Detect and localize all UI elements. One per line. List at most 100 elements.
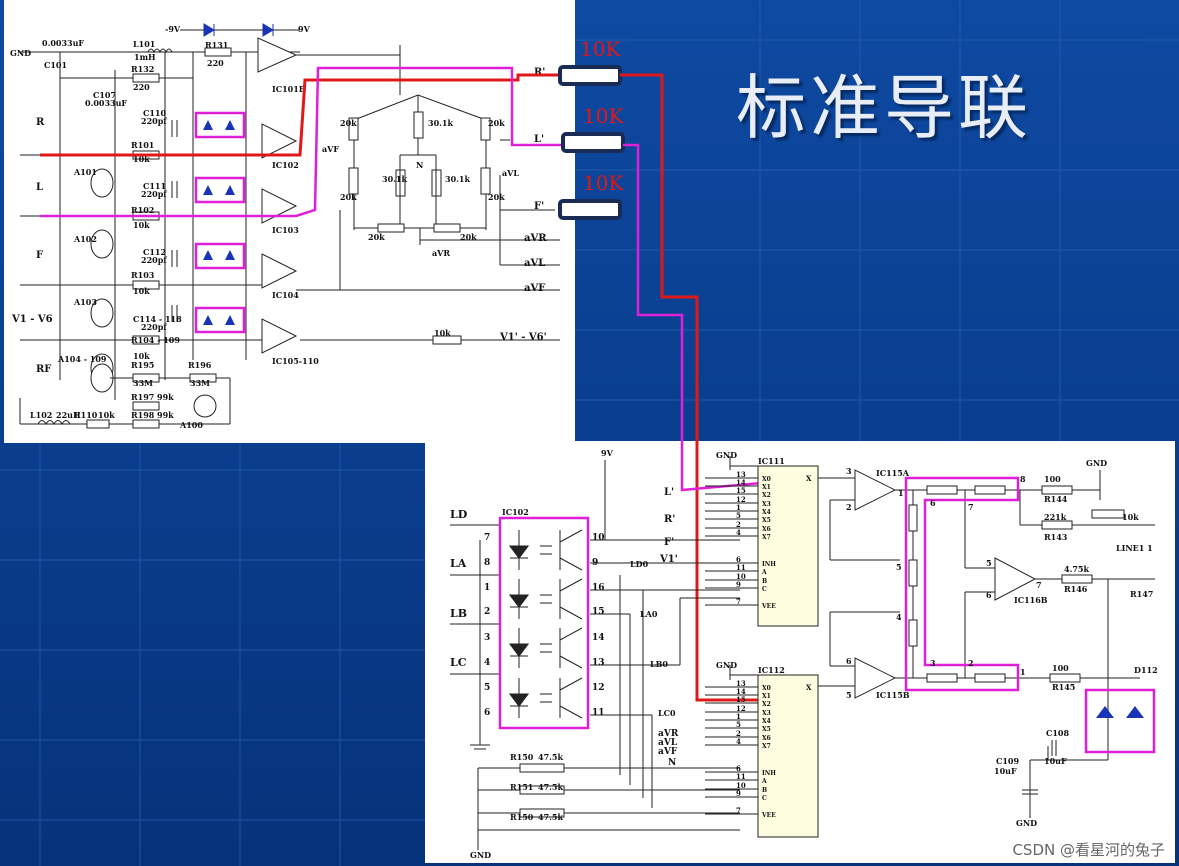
mux2-input-1: aVL <box>658 738 678 748</box>
r131-ref: R131 <box>205 40 228 50</box>
c107-value: 0.0033uF <box>85 98 127 108</box>
output-avr: aVR <box>524 233 547 244</box>
select-la0: LA0 <box>640 609 658 619</box>
mux-pin-number: 9 <box>736 580 741 589</box>
mux-pin-name: VEE <box>761 812 776 819</box>
net-r301k-3: 30.1k <box>445 174 470 184</box>
mux-pin-name: X3 <box>762 501 771 508</box>
r132-value: 220 <box>133 82 150 92</box>
a103-label: A103 <box>73 297 97 307</box>
mux-pin-name: X0 <box>762 476 771 483</box>
r143-value: 221k <box>1044 512 1067 522</box>
mux-pin-name: X7 <box>762 743 771 750</box>
buffer-opamp <box>261 123 298 159</box>
l102-ref: L102 <box>30 410 52 420</box>
net-avl: aVL <box>502 168 519 178</box>
r145-ref: R145 <box>1052 682 1075 692</box>
ic115a-pin3: 3 <box>846 466 852 476</box>
mux1-input-1: R' <box>664 514 675 525</box>
net-r20k-1: 20k <box>340 118 357 128</box>
ic105-label: IC105-110 <box>272 356 319 366</box>
ic101b-label: IC101B <box>272 84 306 94</box>
mux2-input-3: N <box>668 758 676 768</box>
a101-label: A101 <box>73 167 97 177</box>
mux-pin-number: 14 <box>736 478 746 487</box>
net-pin8: 8 <box>1020 474 1026 484</box>
opto-led-fill <box>509 594 529 608</box>
gas-arrester <box>90 363 114 393</box>
gnd-c109: GND <box>1016 818 1037 828</box>
net-pin6: 6 <box>930 498 936 508</box>
c111-ref: C111 <box>143 181 166 191</box>
mux-pin-name: X1 <box>762 693 771 700</box>
r110-ref: R110 <box>74 410 98 420</box>
mux-pin-number: 4 <box>736 737 741 746</box>
lead-1: LA <box>450 557 467 570</box>
mux-pin-name: X2 <box>762 492 771 499</box>
r103-ref: R103 <box>131 270 155 280</box>
mux-pin-number: 10 <box>736 572 746 581</box>
mux-pin-number: 5 <box>736 511 741 520</box>
mux-pin-number: 15 <box>736 486 746 495</box>
net-pin4: 4 <box>896 612 902 622</box>
mux-pin-number: 2 <box>736 729 741 738</box>
buffer-opamp <box>261 188 298 224</box>
ic111-mux-body <box>757 465 819 627</box>
opto-pin-left: 4 <box>484 658 490 668</box>
watermark: CSDN @看星河的兔子 <box>1012 841 1165 859</box>
mux-pin-name: C <box>762 586 767 593</box>
mux-pin-name: X0 <box>762 685 771 692</box>
buffer-opamp <box>261 253 298 289</box>
output-v1-v6: V1' - V6' <box>499 332 547 343</box>
select-lc0: LC0 <box>658 708 676 718</box>
resistor-label-2: 10K <box>583 104 624 128</box>
gas-arrester <box>90 298 114 328</box>
opto-pin-left: 7 <box>484 533 490 543</box>
output-10k-resistors: 10K 10K 10K <box>558 37 625 220</box>
mux-pin-number: 5 <box>736 720 741 729</box>
r198-ref: R198 <box>131 410 155 420</box>
c114-value: 220pf <box>141 322 167 332</box>
line-out-label: LINE1 1 <box>1116 543 1153 553</box>
mux-pin-name: X5 <box>762 517 771 524</box>
opto-transistor-collector <box>559 627 583 641</box>
r102-ref: R102 <box>131 205 154 215</box>
opto-pin-right: 15 <box>592 607 605 617</box>
opto-transistor-emitter <box>559 705 583 719</box>
right-arm-to-mux-red-trace <box>620 73 758 702</box>
gnd-mux2: GND <box>716 660 737 670</box>
opto-transistor-collector <box>559 529 583 543</box>
input-f: F <box>36 250 43 261</box>
c107-ref: C107 <box>93 90 116 100</box>
resistor-l-out <box>561 132 625 153</box>
opto-transistor-emitter <box>559 655 583 669</box>
opto-pin-right: 12 <box>592 683 605 693</box>
mux-pin-name: B <box>762 578 767 585</box>
output-l: L' <box>534 134 544 145</box>
gnd-top-right: GND <box>1086 458 1107 468</box>
mux-pin-number: 11 <box>736 563 746 572</box>
opto-pin-left: 3 <box>484 633 490 643</box>
input-v1-v6: V1 - V6 <box>11 314 53 325</box>
r101-value: 10k <box>133 154 150 164</box>
opto-transistor-emitter <box>559 557 583 571</box>
r143-ref: R143 <box>1044 532 1068 542</box>
mux-pin-number: 1 <box>736 503 741 512</box>
mux-output-x: X <box>806 474 812 483</box>
ic112-label: IC112 <box>758 665 785 675</box>
supply-neg-label: -9V <box>165 24 181 34</box>
r145-value: 100 <box>1052 663 1069 673</box>
out-r-10k: 10k <box>434 328 451 338</box>
ic115a-pin2: 2 <box>846 502 852 512</box>
opto-pin-left: 2 <box>484 607 490 617</box>
ic115b-opamp <box>854 657 897 699</box>
r146-value: 4.75k <box>1064 564 1089 574</box>
supply-9v: 9V <box>601 448 614 458</box>
output-r: R' <box>534 67 545 78</box>
mux1-input-0: L' <box>664 487 674 498</box>
mux2-input-0: aVR <box>658 729 679 739</box>
slide-title: 标准导联 <box>736 67 1032 149</box>
select-lb0: LB0 <box>650 659 668 669</box>
mux1-input-2: F' <box>664 537 674 548</box>
ic116b-pin5: 5 <box>986 558 992 568</box>
